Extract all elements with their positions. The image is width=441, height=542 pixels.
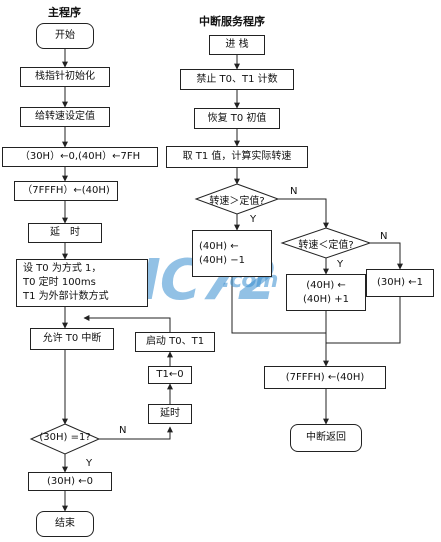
branch-y2-label: Y [337, 259, 344, 270]
timer-config-line-2: T0 定时 100ms [23, 277, 96, 288]
branch-n2-label: N [380, 231, 388, 242]
increment-line-1: (40H) ← [306, 279, 346, 291]
timer-config-line-3: T1 为外部计数方式 [23, 291, 109, 302]
save-7fffh-box: （7FFFH）←(40H) [14, 181, 118, 201]
decrement-40h-box: (40H) ← (40H) −1 [192, 230, 272, 277]
decrement-line-2: (40H) −1 [199, 254, 245, 266]
start-t0-t1-box: 启动 T0、T1 [135, 332, 215, 352]
connector [278, 198, 329, 229]
connector [326, 297, 401, 344]
set-30h-box: (30H) ←1 [366, 269, 434, 297]
interrupt-return-terminal: 中断返回 [290, 424, 362, 452]
isr-save-7fffh-box: (7FFFH) ←(40H) [264, 366, 386, 389]
connector [370, 242, 403, 270]
timer-config-box: 设 T0 为方式 1， T0 定时 100ms T1 为外部计数方式 [16, 259, 148, 307]
disable-counting-box: 禁止 T0、T1 计数 [180, 69, 294, 90]
increment-line-2: (40H) +1 [303, 293, 349, 305]
timer-config-line-1: 设 T0 为方式 1， [23, 263, 102, 274]
clear-30h-box: (30H) ←0 [28, 472, 112, 491]
decrement-line-1: (40H) ← [199, 240, 239, 252]
isr-title: 中断服务程序 [199, 15, 265, 28]
increment-40h-box: (40H) ← (40H) +1 [286, 274, 366, 311]
branch-y1-label: Y [250, 214, 257, 225]
end-terminal: 结束 [36, 511, 94, 537]
connector [83, 315, 171, 332]
delay-box: 延 时 [28, 223, 102, 243]
decision-30h-text: (30H) =1? [39, 432, 91, 443]
decision-greater-text: 转速＞定值? [209, 196, 265, 207]
decision-30h-equals-1 [29, 423, 101, 455]
enable-t0-interrupt-box: 允许 T0 中断 [30, 328, 114, 350]
restore-t0-box: 恢复 T0 初值 [194, 108, 280, 129]
branch-no-label: N [119, 425, 127, 436]
delay-loop-box: 延时 [148, 404, 192, 424]
branch-n1-label: N [290, 186, 298, 197]
init-stack-pointer-box: 栈指针初始化 [20, 67, 110, 87]
branch-yes-label: Y [86, 458, 93, 469]
push-stack-box: 进 栈 [209, 35, 265, 55]
connector [231, 277, 326, 334]
calc-speed-box: 取 T1 值，计算实际转速 [166, 146, 308, 168]
start-terminal: 开始 [36, 23, 94, 49]
decision-less-text: 转速＜定值? [298, 240, 354, 251]
load-registers-box: （30H）←0,(40H）←7FH [2, 147, 158, 167]
connector [99, 426, 173, 440]
decision-speed-less [280, 227, 372, 259]
set-speed-box: 给转速设定值 [20, 107, 110, 127]
t1-clear-box: T1←0 [148, 366, 192, 384]
decision-speed-greater [194, 183, 280, 215]
main-program-title: 主程序 [48, 6, 81, 19]
